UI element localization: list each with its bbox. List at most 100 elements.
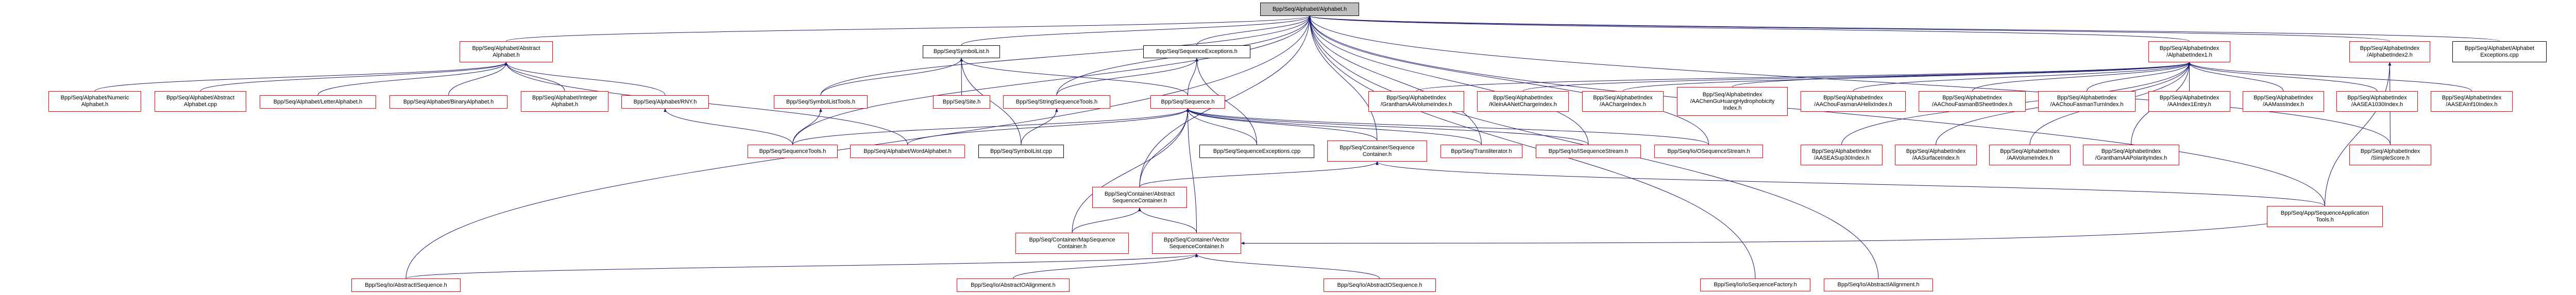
include-edge [1056,58,1198,96]
node-abstract-ialignment-h[interactable]: Bpp/Seq/Io/AbstractIAlignment.h [1824,279,1933,291]
include-edge [1308,15,1756,279]
node-aa-charge-index-h[interactable]: Bpp/Seq/AlphabetIndex /AAChargeIndex.h [1582,91,1664,112]
include-edge [2087,62,2191,92]
node-sequence-tools-h[interactable]: Bpp/Seq/SequenceTools.h [748,145,838,158]
include-edge [1186,108,1197,233]
node-aa-sea1030-index-h[interactable]: Bpp/Seq/AlphabetIndex /AASEA1030Index.h [2336,91,2418,112]
node-aa-chou-fasman-ahelix-index-h[interactable]: Bpp/Seq/AlphabetIndex /AAChouFasmanAHeli… [1801,91,1906,112]
include-edge [1972,62,2191,92]
include-edge [448,62,508,96]
node-word-alphabet-h[interactable]: Bpp/Seq/Alphabet/WordAlphabet.h [850,145,965,158]
include-edge [1021,108,1058,145]
include-edge [1139,108,1190,187]
include-edge [1241,205,2325,245]
include-edge [1622,62,2191,92]
node-io-sequence-factory-h[interactable]: Bpp/Seq/Io/IoSequenceFactory.h [1700,279,1810,291]
include-edge [1186,108,1378,141]
include-edge [506,15,1311,42]
include-edge [961,15,1311,46]
node-rny-h[interactable]: Bpp/Seq/Alphabet/RNY.h [621,95,709,109]
include-edge [1139,161,1379,187]
include-edge [1013,253,1198,279]
node-grantham-aa-volume-index-h[interactable]: Bpp/Seq/AlphabetIndex /GranthamAAVolumeI… [1368,91,1464,112]
node-abstract-alphabet-cpp[interactable]: Bpp/Seq/Alphabet/Abstract Alphabet.cpp [155,91,246,112]
include-edge [504,62,666,96]
node-abstract-isequence-h[interactable]: Bpp/Seq/Io/AbstractISequence.h [351,279,461,292]
include-edge [1376,161,2325,206]
node-alphabet-exceptions-cpp[interactable]: Bpp/Seq/Alphabet/Alphabet Exceptions.cpp [2452,41,2547,62]
node-transliterator-h[interactable]: Bpp/Seq/Transliterator.h [1440,145,1522,158]
include-edge [2188,62,2378,92]
node-klein-aa-net-charge-index-h[interactable]: Bpp/Seq/AlphabetIndex /KleinAANetChargeI… [1477,91,1569,112]
node-string-sequence-tools-h[interactable]: Bpp/Seq/StringSequenceTools.h [1003,95,1110,109]
include-edge [1416,62,2191,92]
node-aa-surface-index-h[interactable]: Bpp/Seq/AlphabetIndex /AASurfaceIndex.h [1895,145,1977,165]
include-edge [1308,15,1378,141]
node-vector-sequence-container-h[interactable]: Bpp/Seq/Container/Vector SequenceContain… [1152,233,1241,254]
include-edge [405,253,1198,279]
node-grantham-aa-polarity-index-h[interactable]: Bpp/Seq/AlphabetIndex /GranthamAAPolarit… [2083,145,2179,165]
include-edge [1072,108,1190,233]
node-symbol-list-cpp[interactable]: Bpp/Seq/SymbolList.cpp [978,145,1064,158]
include-edge [1186,108,1257,145]
include-edge [1308,15,1589,145]
include-edge [1308,15,2190,42]
include-edge [2188,62,2284,92]
include-edge [792,108,1190,145]
include-edge [1308,15,1482,145]
node-aa-sea-inf10-index-h[interactable]: Bpp/Seq/AlphabetIndex /AASEAInf10Index.h [2431,91,2513,112]
include-edge [960,58,1022,145]
include-edge [1308,15,2391,145]
node-symbol-list-h[interactable]: Bpp/Seq/SymbolList.h [923,45,1000,58]
node-aa-index1-entry-h[interactable]: Bpp/Seq/AlphabetIndex /AAIndex1Entry.h [2148,91,2230,112]
include-edge [792,108,822,145]
include-edge [1195,253,1380,279]
node-sequence-exceptions-cpp[interactable]: Bpp/Seq/SequenceExceptions.cpp [1199,145,1314,158]
node-alphabet-index1-h[interactable]: Bpp/Seq/AlphabetIndex /AlphabetIndex1.h [2148,41,2230,62]
include-edge [1853,62,2191,92]
node-abstract-osequence-h[interactable]: Bpp/Seq/Io/AbstractOSequence.h [1324,279,1436,292]
node-sequence-h[interactable]: Bpp/Seq/Sequence.h [1150,95,1225,109]
node-alphabet-index2-h[interactable]: Bpp/Seq/AlphabetIndex /AlphabetIndex2.h [2349,41,2430,62]
node-binary-alphabet-h[interactable]: Bpp/Seq/Alphabet/BinaryAlphabet.h [389,95,507,109]
include-edge [1522,62,2191,92]
node-integer-alphabet-h[interactable]: Bpp/Seq/Alphabet/Integer Alphabet.h [521,91,608,112]
include-edge [792,15,1311,145]
include-edge [664,108,793,145]
node-abstract-oalignment-h[interactable]: Bpp/Seq/Io/AbstractOAlignment.h [957,279,1070,292]
node-isequence-stream-h[interactable]: Bpp/Seq/Io/ISequenceStream.h [1536,145,1641,158]
node-aa-mass-index-h[interactable]: Bpp/Seq/AlphabetIndex /AAMassIndex.h [2243,91,2324,112]
node-sequence-container-h[interactable]: Bpp/Seq/Container/Sequence Container.h [1327,141,1427,162]
node-aa-chen-gu-huang-hydrophobicity-index-h[interactable]: Bpp/Seq/AlphabetIndex /AAChenGuHuangHydr… [1677,87,1788,116]
node-sequence-exceptions-h[interactable]: Bpp/Seq/SequenceExceptions.h [1143,45,1250,58]
node-abstract-alphabet-h[interactable]: Bpp/Seq/Alphabet/Abstract Alphabet.h [460,41,553,62]
node-map-sequence-container-h[interactable]: Bpp/Seq/Container/MapSequence Container.… [1015,233,1129,254]
include-edge [2325,62,2392,206]
node-aa-chou-fasman-turn-index-h[interactable]: Bpp/Seq/AlphabetIndex /AAChouFasmanTurnI… [2038,91,2136,112]
include-edge [1195,58,1257,145]
include-edge [820,15,1311,96]
node-abstract-sequence-container-h[interactable]: Bpp/Seq/Container/Abstract SequenceConta… [1092,187,1187,208]
node-osequence-stream-h[interactable]: Bpp/Seq/Io/OSequenceStream.h [1654,145,1763,158]
include-edge [1196,15,1311,46]
include-edge [1188,58,1198,96]
node-aa-chou-fasman-bsheet-index-h[interactable]: Bpp/Seq/AlphabetIndex /AAChouFasmanBShee… [1919,91,2026,112]
node-alphabet-h[interactable]: Bpp/Seq/Alphabet/Alphabet.h [1260,3,1359,16]
include-edge [94,62,508,92]
node-sequence-application-tools-h[interactable]: Bpp/Seq/App/SequenceApplication Tools.h [2267,206,2383,227]
node-aa-volume-index-h[interactable]: Bpp/Seq/AlphabetIndex /AAVolumeIndex.h [1989,145,2071,165]
include-edge [1732,62,2191,88]
node-numeric-alphabet-h[interactable]: Bpp/Seq/Alphabet/Numeric Alphabet.h [48,91,141,112]
include-edge [317,62,508,96]
include-edge [1072,207,1141,233]
node-site-h[interactable]: Bpp/Seq/Site.h [933,95,990,109]
node-simple-score-h[interactable]: Bpp/Seq/AlphabetIndex /SimpleScore.h [2349,145,2431,165]
node-letter-alphabet-h[interactable]: Bpp/Seq/Alphabet/LetterAlphabet.h [260,95,376,109]
include-edge [1186,108,1482,145]
node-symbol-list-tools-h[interactable]: Bpp/Seq/SymbolListTools.h [774,95,868,109]
include-edge [2188,62,2472,92]
include-edge [1186,108,1589,145]
include-edge [1308,15,2390,42]
node-aa-sea-sup30-index-h[interactable]: Bpp/Seq/AlphabetIndex /AASEASup30Index.h [1801,145,1883,165]
include-edge [504,62,565,92]
